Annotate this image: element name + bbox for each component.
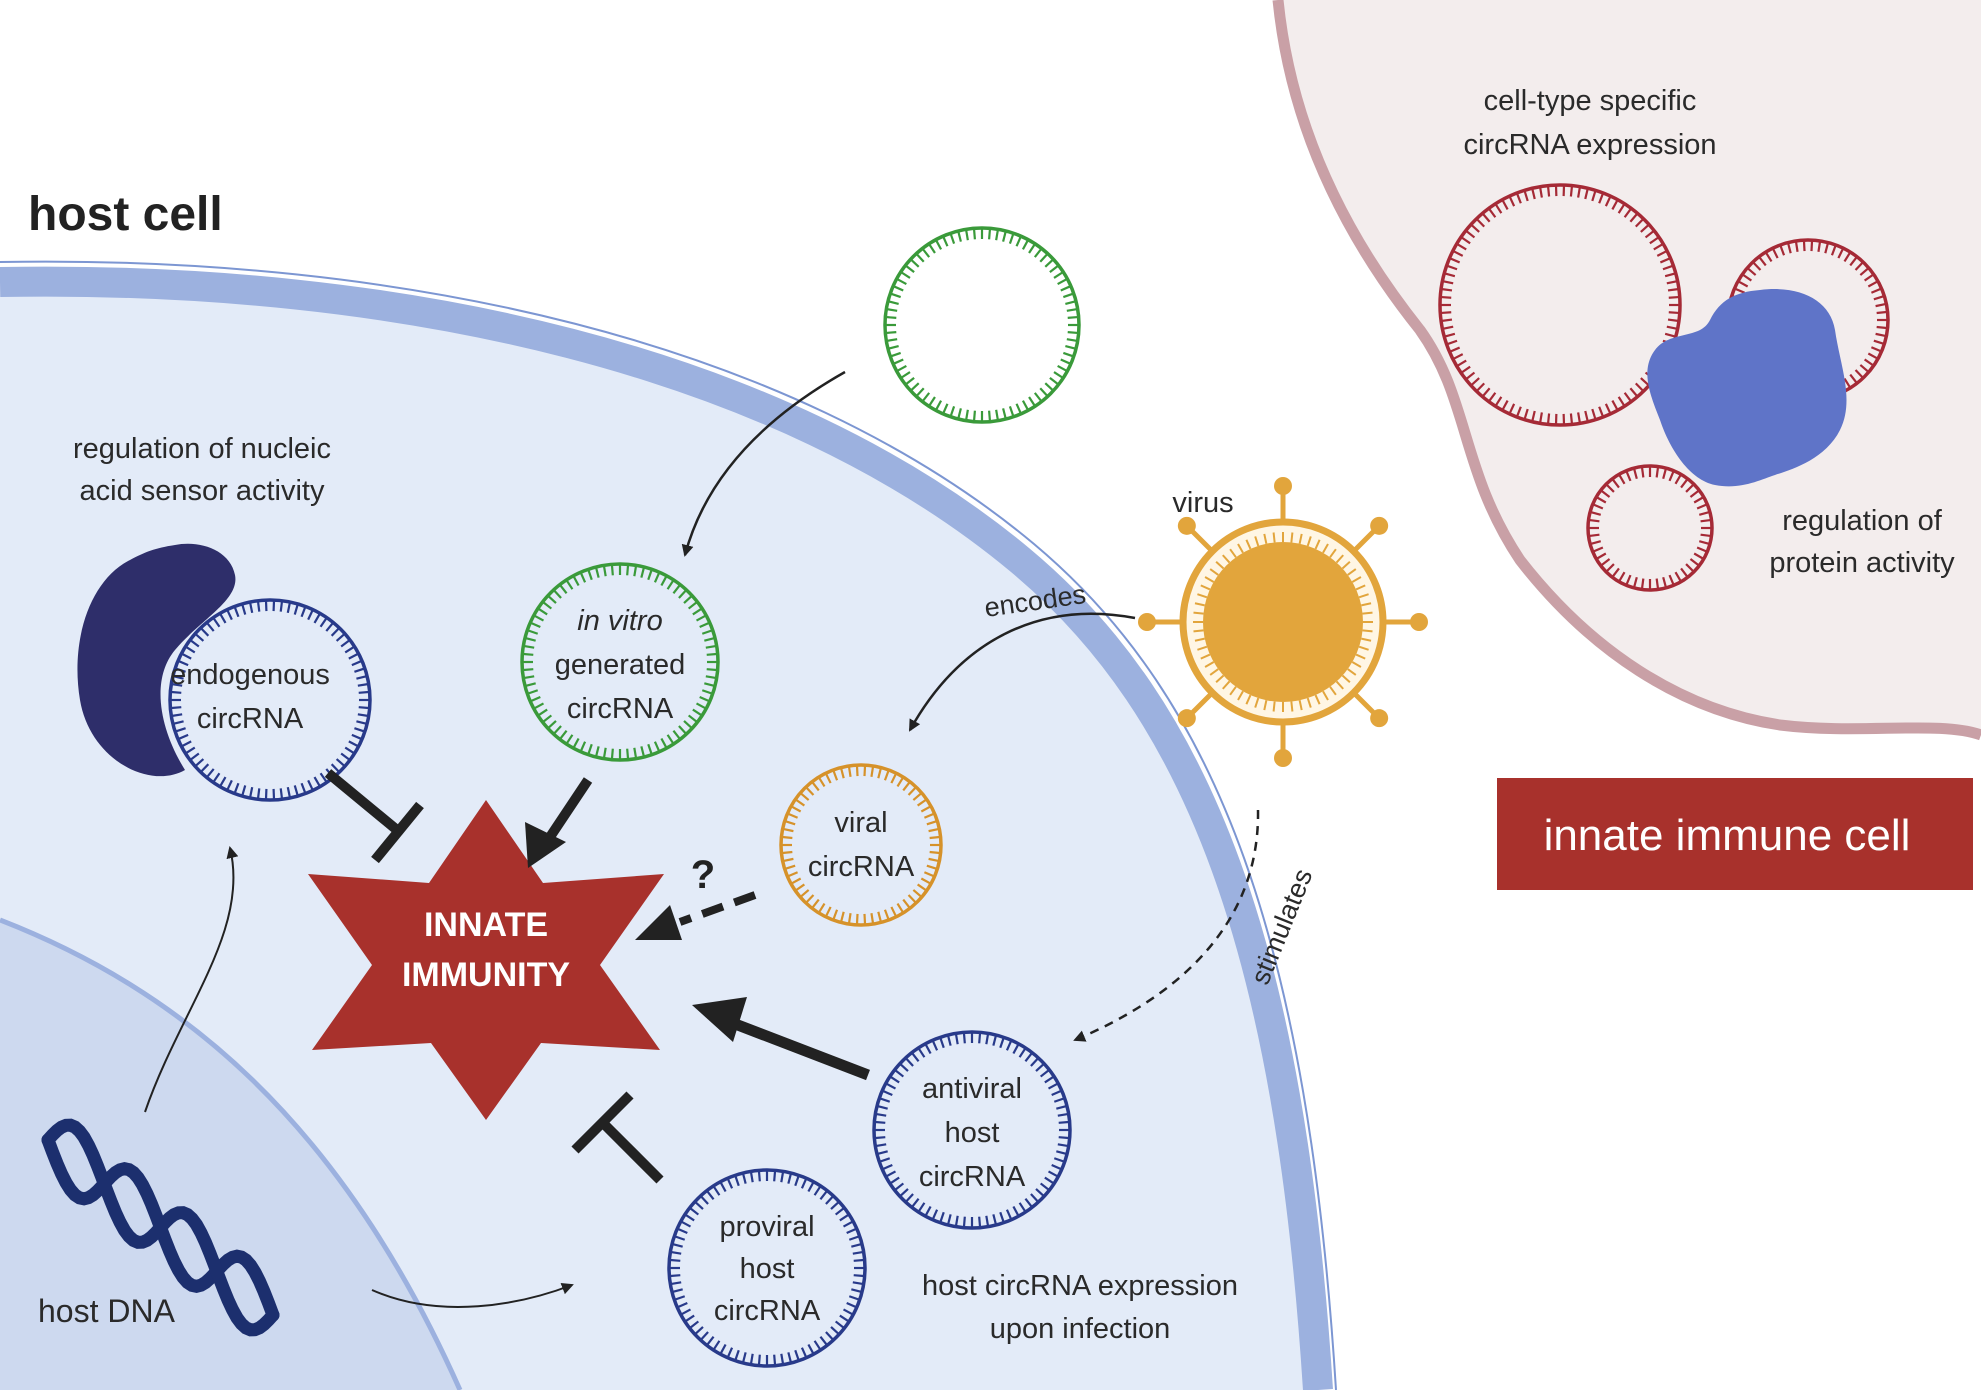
- arrow-stimulates: [1073, 809, 1260, 1042]
- proviral-line3: circRNA: [714, 1295, 821, 1327]
- antiviral-circrna-ring: [872, 1030, 1072, 1230]
- arrowhead-invitro: [525, 822, 566, 868]
- antiviral-line1: antiviral: [922, 1073, 1022, 1105]
- immune-cell-banner: [1497, 778, 1973, 890]
- arrow-synthetic-to-invitro: [681, 370, 846, 557]
- invitro-line2: generated: [555, 649, 686, 681]
- question-mark: ?: [691, 853, 715, 897]
- arrow-antiviral-to-innate: [728, 1016, 870, 1081]
- host-nucleus: [0, 920, 460, 1390]
- synthetic-circrna-ring: [883, 226, 1081, 424]
- cell-type-line1: cell-type specific: [1484, 85, 1697, 117]
- immune-cell-banner-label: innate immune cell: [1544, 811, 1911, 860]
- invitro-circrna-ring: [520, 562, 720, 762]
- antiviral-line3: circRNA: [919, 1161, 1026, 1193]
- protein-regulation-line2: protein activity: [1769, 547, 1955, 579]
- host-expression-line2: upon infection: [990, 1313, 1171, 1345]
- inhibit-endogenous: [324, 769, 401, 834]
- inhibit-endogenous-bar: [371, 801, 424, 864]
- proviral-line1: proviral: [719, 1211, 814, 1243]
- host-cytoplasm: [0, 281, 1318, 1390]
- proviral-line2: host: [740, 1253, 795, 1285]
- viral-line1: viral: [834, 807, 887, 839]
- virus-icon: [1138, 477, 1428, 767]
- invitro-line3: circRNA: [567, 693, 674, 725]
- innate-immunity-line1: INNATE: [424, 906, 548, 944]
- host-membrane-edge: [0, 260, 1337, 1390]
- arrow-virus-encodes: [908, 612, 1136, 732]
- host-cell: [0, 260, 1337, 1390]
- host-dna-label: host DNA: [38, 1293, 176, 1329]
- immune-cell-membrane: [1272, 0, 1981, 741]
- cell-type-circrna-ring-large: [1438, 183, 1682, 427]
- page-title: host cell: [28, 188, 223, 241]
- innate-immune-cell: [1272, 0, 1981, 741]
- protein-regulation-line1: regulation of: [1782, 505, 1943, 537]
- innate-immunity-star: [308, 800, 664, 1120]
- circrna-rings: [168, 183, 1890, 1368]
- viral-line2: circRNA: [808, 851, 915, 883]
- immune-cell-body: [1278, 0, 1981, 735]
- invitro-italic: in vitro: [577, 605, 662, 637]
- arrowhead-antiviral: [692, 997, 747, 1042]
- proviral-circrna-ring: [667, 1168, 867, 1368]
- inhibit-proviral: [601, 1121, 664, 1184]
- host-expression-line1: host circRNA expression: [922, 1270, 1238, 1302]
- cell-type-circrna-ring-small: [1586, 464, 1714, 592]
- protein-icon: [1647, 289, 1847, 487]
- sensor-regulation-line1: regulation of nucleic: [73, 433, 331, 465]
- cell-type-line2: circRNA expression: [1463, 129, 1716, 161]
- sensor-regulation-line2: acid sensor activity: [80, 475, 325, 507]
- connectors: [144, 370, 1260, 1308]
- endogenous-circrna-ring: [168, 598, 372, 802]
- virus-label: virus: [1172, 487, 1233, 519]
- protein-sensor-icon: [77, 543, 236, 777]
- arrow-viral-to-innate: [678, 891, 757, 926]
- innate-immunity-line2: IMMUNITY: [402, 956, 570, 994]
- endogenous-line1: endogenous: [170, 659, 330, 691]
- antiviral-line2: host: [945, 1117, 1000, 1149]
- endogenous-line2: circRNA: [197, 703, 304, 735]
- dna-helix-icon: [41, 1118, 280, 1337]
- inhibit-proviral-bar: [571, 1091, 634, 1154]
- arrow-dna-to-host-circrna: [371, 1282, 574, 1308]
- arrow-invitro-to-innate: [543, 777, 593, 843]
- host-membrane: [0, 266, 1333, 1390]
- viral-circrna-ring: [779, 763, 943, 927]
- nucleus-membrane: [0, 917, 463, 1390]
- arrow-dna-to-endogenous: [144, 846, 239, 1113]
- arrowhead-viral: [635, 905, 682, 940]
